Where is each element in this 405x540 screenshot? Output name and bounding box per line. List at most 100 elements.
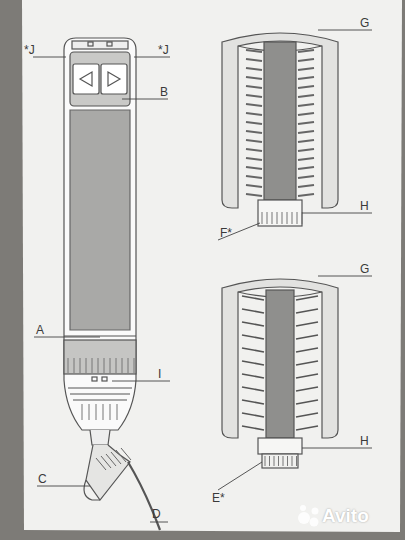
i-icon	[102, 377, 107, 381]
stroke-detail	[92, 358, 93, 373]
stroke-detail	[246, 158, 262, 160]
stroke-detail	[296, 374, 318, 378]
stroke-detail	[246, 122, 262, 124]
stroke-detail	[134, 358, 135, 373]
brush-shell	[222, 33, 338, 208]
stroke-detail	[68, 358, 69, 373]
stroke-detail	[242, 361, 264, 365]
part-letter: B	[160, 86, 168, 98]
stroke-detail	[246, 149, 262, 151]
stroke-detail	[297, 212, 298, 224]
paper-sheet	[22, 0, 402, 532]
part-letter: D	[152, 508, 161, 520]
stroke-detail	[274, 456, 275, 466]
stroke-detail	[246, 77, 262, 79]
cable-guard	[86, 445, 130, 500]
stroke-detail	[242, 335, 264, 339]
stroke-detail	[242, 309, 264, 313]
part-letter: *J	[24, 44, 35, 56]
stroke-detail	[246, 59, 262, 61]
stroke-detail	[98, 358, 99, 373]
stroke-detail	[298, 113, 314, 115]
stroke-detail	[298, 131, 314, 133]
stroke-detail	[296, 387, 318, 391]
stroke-detail	[298, 59, 314, 61]
stroke-detail	[242, 296, 264, 300]
stroke-detail	[262, 212, 263, 224]
stroke-detail	[103, 404, 104, 420]
stroke-detail	[246, 68, 262, 70]
stroke-detail	[242, 400, 264, 404]
stroke-detail	[296, 348, 318, 352]
stroke-detail	[278, 456, 279, 466]
part-letter: I	[158, 368, 161, 380]
handle-grip	[70, 110, 130, 330]
stroke-detail	[246, 104, 262, 106]
part-letter: E*	[212, 492, 225, 504]
stroke-detail	[298, 194, 314, 196]
stroke-detail	[74, 358, 75, 373]
brush-collar	[258, 200, 302, 226]
stroke-detail	[267, 212, 268, 224]
stroke-detail	[269, 456, 270, 466]
stroke-detail	[246, 194, 262, 196]
stroke-detail	[242, 348, 264, 352]
stroke-detail	[296, 456, 297, 466]
stroke-detail	[296, 335, 318, 339]
stroke-detail	[287, 212, 288, 224]
i-icon	[92, 377, 97, 381]
part-letter: F*	[220, 227, 232, 239]
left-arrow	[80, 72, 92, 86]
stroke-detail	[298, 158, 314, 160]
watermark: Avito	[322, 506, 369, 525]
stroke-detail	[296, 413, 318, 417]
stroke-detail	[298, 50, 314, 52]
brush-core	[266, 290, 294, 438]
stroke-detail	[80, 358, 81, 373]
neck	[90, 430, 110, 445]
stroke-detail	[86, 358, 87, 373]
stroke-detail	[296, 400, 318, 404]
stroke-detail	[272, 212, 273, 224]
leader-lines	[218, 30, 372, 240]
watermark-logo	[298, 505, 319, 527]
brush-shell	[222, 279, 338, 438]
power-cable	[128, 462, 160, 530]
brush-collar	[258, 438, 302, 454]
stroke-detail	[265, 456, 266, 466]
right-arrow	[108, 72, 120, 86]
stroke-detail	[122, 358, 123, 373]
stroke-detail	[292, 212, 293, 224]
j-button-icon	[88, 42, 93, 46]
stroke-detail	[246, 113, 262, 115]
stroke-detail	[298, 95, 314, 97]
stroke-detail	[298, 86, 314, 88]
stroke-detail	[298, 122, 314, 124]
button-panel	[70, 52, 130, 106]
stroke-detail	[298, 104, 314, 106]
top-cap	[72, 41, 128, 49]
switch-ring	[64, 340, 136, 374]
part-letter: G	[360, 17, 369, 29]
stroke-detail	[296, 296, 318, 300]
stroke-detail	[296, 426, 318, 430]
part-letter: H	[360, 200, 369, 212]
stroke-detail	[116, 358, 117, 373]
stroke-detail	[242, 387, 264, 391]
stroke-detail	[117, 404, 118, 420]
stroke-detail	[246, 86, 262, 88]
stroke-detail	[246, 95, 262, 97]
stroke-detail	[302, 212, 303, 224]
handle-body	[64, 38, 136, 430]
j-button-icon	[107, 42, 112, 46]
stroke-detail	[121, 448, 131, 460]
ring-edge	[64, 335, 136, 336]
leader-lines	[218, 276, 372, 490]
stroke-detail	[298, 185, 314, 187]
stroke-detail	[246, 176, 262, 178]
leader-lines	[33, 57, 170, 522]
stroke-detail	[242, 426, 264, 430]
rotate-button	[73, 64, 99, 94]
stroke-detail	[283, 456, 284, 466]
